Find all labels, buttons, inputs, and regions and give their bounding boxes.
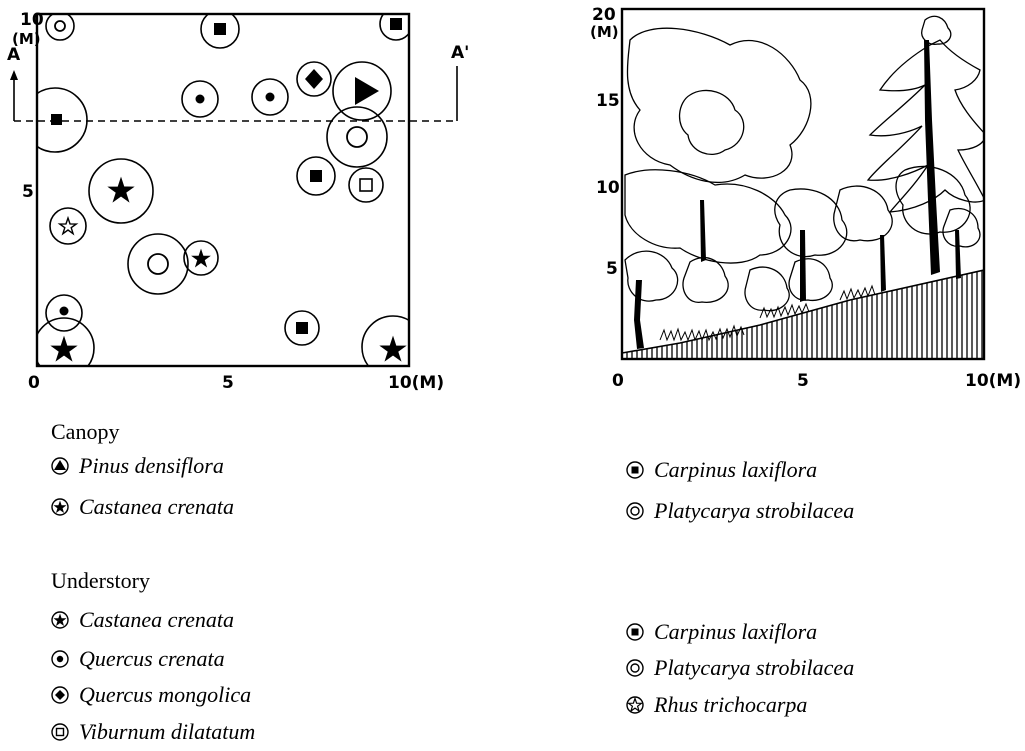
legend-label: Carpinus laxiflora: [654, 457, 817, 482]
legend-label: Platycarya strobilacea: [654, 655, 854, 680]
section-line: [10, 66, 457, 121]
square-icon: [626, 461, 644, 479]
legend-label: Viburnum dilatatum: [79, 719, 255, 744]
star-icon: [51, 498, 69, 516]
triangle-icon: [51, 457, 69, 475]
legend-item: Quercus mongolica: [51, 684, 251, 706]
legend-label: Castanea crenata: [79, 607, 234, 632]
legend-label: Platycarya strobilacea: [654, 498, 854, 523]
legend-item: Castanea crenata: [51, 496, 234, 518]
profile-y-tick: 15: [596, 91, 620, 111]
profile-x-tick: 5: [797, 371, 809, 391]
dot-icon: [51, 650, 69, 668]
plan-y-tick: 10: [20, 10, 44, 30]
legend-item: Carpinus laxiflora: [626, 459, 817, 481]
profile-x-tick: 10(M): [965, 371, 1021, 391]
plan-y-tick: 5: [22, 182, 34, 202]
plan-x-tick: 5: [222, 373, 234, 393]
legend-label: Castanea crenata: [79, 494, 234, 519]
section-right-label: A': [451, 43, 469, 63]
legend-label: Rhus trichocarpa: [654, 692, 807, 717]
profile-x-tick: 0: [612, 371, 624, 391]
plan-x-tick: 0: [28, 373, 40, 393]
legend-item: Pinus densiflora: [51, 455, 224, 477]
legend-label: Quercus mongolica: [79, 682, 251, 707]
legend-label: Carpinus laxiflora: [654, 619, 817, 644]
ring-icon: [626, 502, 644, 520]
plan-y-unit: (M): [12, 30, 41, 48]
legend-item: Quercus crenata: [51, 648, 225, 670]
plan-view: A A' 10 (M) 5 0 5 10(M): [7, 8, 469, 393]
crown-circles: [23, 8, 424, 378]
diamond-icon: [51, 686, 69, 704]
profile-y-unit: (M): [590, 23, 619, 41]
legend-label: Quercus crenata: [79, 646, 225, 671]
ring-icon: [626, 659, 644, 677]
profile-view: 20 (M) 15 10 5 0 5 10(M): [590, 5, 1021, 391]
legend-heading-canopy: Canopy: [51, 421, 119, 443]
hollow-square-icon: [51, 723, 69, 741]
profile-y-tick: 20: [592, 5, 616, 25]
hollow-star-icon: [626, 696, 644, 714]
legend-item: Platycarya strobilacea: [626, 500, 854, 522]
legend-item: Castanea crenata: [51, 609, 234, 631]
square-icon: [626, 623, 644, 641]
section-left-label: A: [7, 45, 21, 65]
legend-label: Pinus densiflora: [79, 453, 224, 478]
profile-y-tick: 10: [596, 178, 620, 198]
profile-y-tick: 5: [606, 259, 618, 279]
plan-x-tick: 10(M): [388, 373, 444, 393]
star-icon: [51, 611, 69, 629]
legend-item: Platycarya strobilacea: [626, 657, 854, 679]
legend-item: Carpinus laxiflora: [626, 621, 817, 643]
legend-heading-understory: Understory: [51, 570, 150, 592]
legend-item: Viburnum dilatatum: [51, 721, 255, 743]
legend-item: Rhus trichocarpa: [626, 694, 807, 716]
plot-frame: [37, 14, 409, 366]
